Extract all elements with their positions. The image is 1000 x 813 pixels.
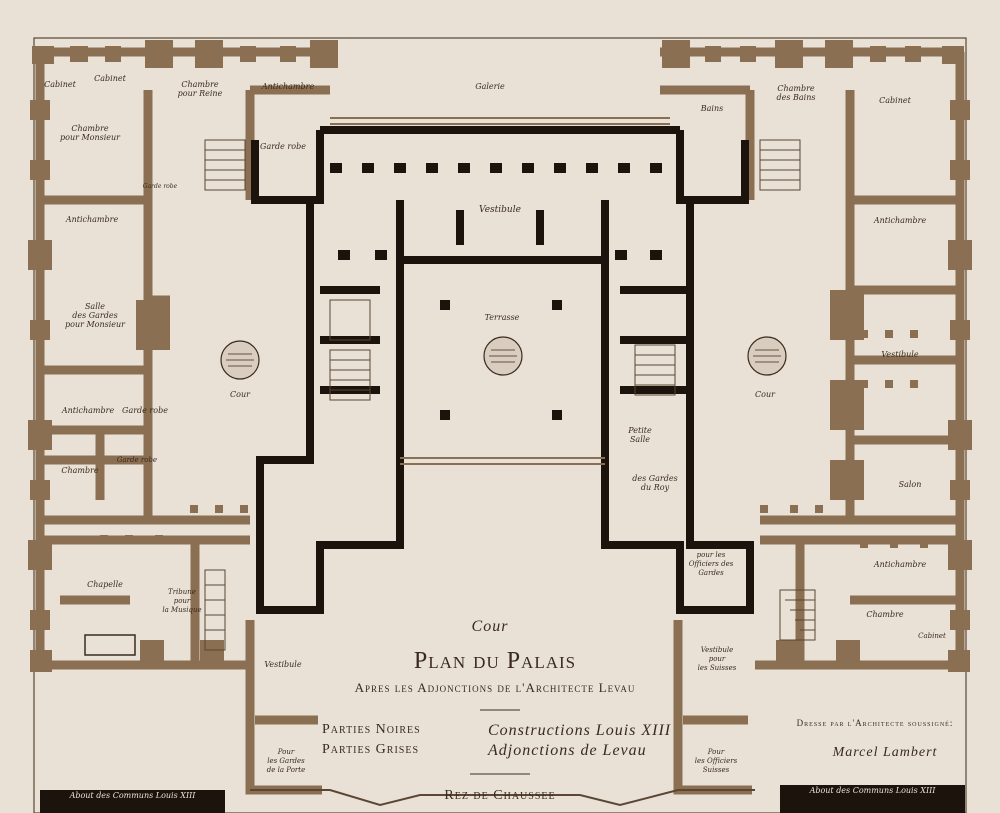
- room-label-garde-robe-left-2: Garde robe: [122, 406, 168, 415]
- plan-subtitle: Apres les Adjonctions de l'Architecte Le…: [354, 680, 636, 695]
- room-label-chambre-bottom-right: Chambre: [866, 610, 904, 619]
- room-label-salle-gardes: Salle des Gardes pour Monsieur: [65, 302, 125, 329]
- room-label-chambre-bains: Chambre des Bains: [776, 84, 816, 102]
- plan-border: [33, 37, 967, 813]
- room-label-chambre-left: Chambre: [61, 466, 99, 475]
- legend-black-label: Parties Noires: [322, 722, 421, 737]
- room-label-chambre-reine: Chambre pour Reine: [177, 80, 223, 98]
- room-label-galerie: Galerie: [475, 82, 505, 91]
- footer-right: About des Communs Louis XIII: [780, 785, 965, 813]
- room-label-bains: Bains: [700, 104, 724, 113]
- galerie-band: [330, 117, 670, 465]
- credit-text: Dresse par l'Architecte soussigné:: [796, 718, 954, 728]
- level-label: Rez de Chaussee: [444, 788, 556, 803]
- room-label-garde-robe-top: Garde robe: [260, 142, 306, 151]
- room-label-vestibule-top: Vestibule: [479, 205, 521, 215]
- room-label-cour-left: Cour: [230, 390, 250, 399]
- room-label-gardes-porte: Pour les Gardes de la Porte: [266, 748, 306, 774]
- grey-pillars: [28, 40, 972, 672]
- room-label-vestibule-suisses: Vestibule pour les Suisses: [697, 646, 737, 672]
- altar: [84, 634, 136, 656]
- room-label-antichambre-left: Antichambre: [65, 215, 119, 224]
- room-label-cour-right: Cour: [755, 390, 775, 399]
- room-label-salon: Salon: [898, 480, 922, 489]
- room-label-cabinet-bottom-right: Cabinet: [918, 632, 946, 640]
- fountain-ripples: [226, 349, 781, 367]
- room-label-vestibule-left: Vestibule: [264, 660, 302, 669]
- room-label-chapelle: Chapelle: [87, 580, 123, 589]
- footer-left: About des Communs Louis XIII: [40, 790, 225, 813]
- room-label-petite-salle: Petite Salle: [628, 426, 652, 444]
- room-label-cabinet-1: Cabinet: [44, 80, 76, 89]
- legend-grey-label: Parties Grises: [322, 742, 420, 757]
- grey-parts-levau: [35, 47, 965, 795]
- room-label-gardes-roy: des Gardes du Roy: [632, 474, 678, 492]
- room-label-antichambre-bottom-right: Antichambre: [873, 560, 927, 569]
- room-label-chambre-monsieur: Chambre pour Monsieur: [60, 124, 120, 142]
- fountain-icon: [220, 336, 787, 380]
- title-cour: Cour: [471, 618, 509, 635]
- courtyard-columns: [100, 330, 928, 548]
- room-label-garde-robe-left-3: Garde robe: [116, 456, 158, 464]
- front-gate: [250, 789, 755, 807]
- room-label-antichambre-top-left: Antichambre: [261, 82, 315, 91]
- signature: Marcel Lambert: [832, 745, 938, 760]
- room-label-cabinet-right: Cabinet: [879, 96, 911, 105]
- room-label-vestibule-right: Vestibule: [881, 350, 919, 359]
- room-label-tribune: Tribune pour la Musique: [162, 588, 202, 614]
- legend-grey-value: Adjonctions de Levau: [488, 742, 647, 759]
- black-colonnade: [330, 163, 662, 420]
- black-parts-louis-xiii: [251, 126, 754, 614]
- stairs: [204, 139, 816, 651]
- room-label-terrasse: Terrasse: [484, 313, 520, 322]
- room-label-officiers-suisses: Pour les Officiers Suisses: [694, 748, 738, 774]
- legend-black-value: Constructions Louis XIII: [488, 722, 672, 739]
- plan-title: Plan du Palais: [413, 648, 577, 674]
- room-label-garde-robe-small: Garde robe: [142, 183, 178, 190]
- room-label-antichambre-right: Antichambre: [873, 216, 927, 225]
- room-label-officiers-gardes: pour les Officiers des Gardes: [688, 551, 734, 577]
- room-label-antichambre-left-2: Antichambre: [61, 406, 115, 415]
- room-label-cabinet-2: Cabinet: [94, 74, 126, 83]
